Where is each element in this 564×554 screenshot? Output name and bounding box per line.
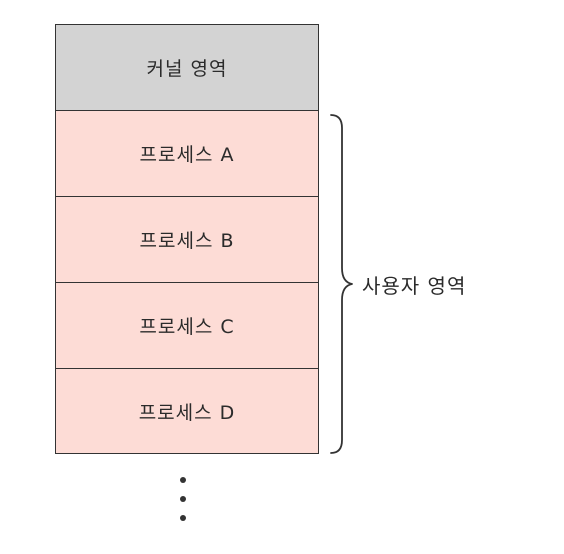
right-curly-brace-icon [330,114,353,454]
process-b-label: 프로세스 B [139,230,235,252]
process-a-block: 프로세스 A [56,111,318,197]
process-d-block: 프로세스 D [56,369,318,453]
process-c-label: 프로세스 C [139,316,235,338]
process-b-block: 프로세스 B [56,197,318,283]
process-c-block: 프로세스 C [56,283,318,369]
kernel-area-block: 커널 영역 [56,25,318,111]
process-d-label: 프로세스 D [138,401,236,424]
memory-stack: 커널 영역 프로세스 A 프로세스 B 프로세스 C 프로세스 D [55,24,319,454]
process-a-label: 프로세스 A [139,144,235,166]
kernel-area-label: 커널 영역 [146,58,228,80]
vertical-ellipsis-icon [180,477,186,521]
user-area-label: 사용자 영역 [362,274,467,298]
